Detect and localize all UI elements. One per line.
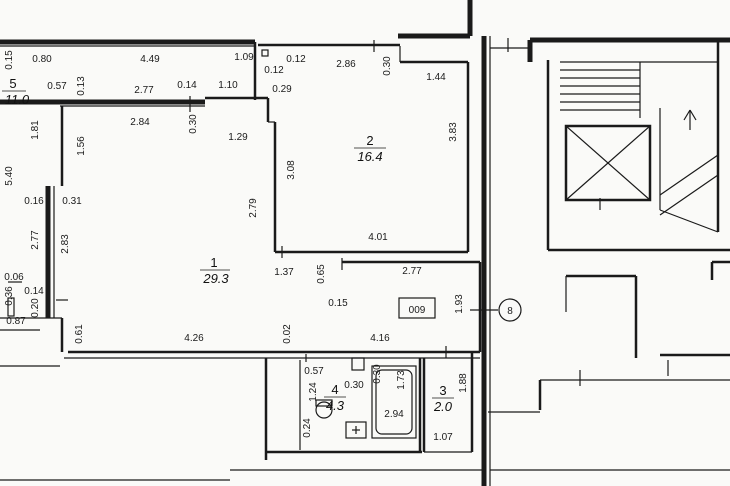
dimension-label: 0.57	[47, 81, 67, 92]
room-2-area: 16.4	[357, 149, 382, 164]
room-4-area: 4.3	[326, 398, 345, 413]
dimension-label: 1.10	[218, 80, 238, 91]
dimension-label: 1.29	[228, 132, 248, 143]
dimension-label: 4.49	[140, 54, 160, 65]
dimension-label: 4.26	[184, 333, 204, 344]
dimension-label: 0.20	[30, 298, 41, 318]
dimension-label: 4.01	[368, 232, 388, 243]
dimension-label: 1.24	[308, 382, 319, 402]
room-1-number: 1	[210, 255, 217, 270]
room-5-area: 11.0	[5, 92, 30, 107]
dimension-label: 0.31	[62, 196, 82, 207]
dimension-label: 0.06	[4, 272, 24, 283]
dimension-label: 1.44	[426, 72, 446, 83]
dimension-label: 0.30	[372, 364, 383, 384]
dimension-label: 2.84	[130, 117, 150, 128]
dimension-label: 0.12	[264, 65, 284, 76]
room-4-number: 4	[331, 382, 338, 397]
room-1-area: 29.3	[202, 271, 229, 286]
axis-marker-label: 8	[507, 306, 513, 317]
dimension-label: 0.57	[304, 366, 324, 377]
dimension-label: 1.56	[76, 136, 87, 156]
dimension-label: 5.40	[4, 166, 15, 186]
dimension-label: 3.83	[448, 122, 459, 142]
dimension-label: 0.87	[6, 316, 26, 327]
dimension-label: 3.08	[286, 160, 297, 180]
dimension-label: 0.61	[74, 324, 85, 344]
dimension-label: 1.07	[433, 432, 453, 443]
dimension-label: 2.79	[248, 198, 259, 218]
room-3-number: 3	[439, 383, 446, 398]
dimension-label: 0.15	[4, 50, 15, 70]
dimension-label: 2.77	[30, 230, 41, 250]
dimension-label: 1.93	[454, 294, 465, 314]
dimension-label: 0.65	[316, 264, 327, 284]
dimension-label: 0.12	[286, 54, 306, 65]
dimension-label: 0.29	[272, 84, 292, 95]
dimension-label: 0.14	[177, 80, 197, 91]
dimension-label: 0.02	[282, 324, 293, 344]
dimension-label: 1.88	[458, 373, 469, 393]
apartment-code-box	[398, 297, 436, 319]
dimension-label: 0.30	[382, 56, 393, 76]
dimension-label: 0.13	[76, 76, 87, 96]
dimension-label: 2.86	[336, 59, 356, 70]
dimension-label: 1.73	[396, 370, 407, 390]
apartment-code: 009	[409, 305, 426, 316]
dimension-label: 2.77	[402, 266, 422, 277]
room-2-number: 2	[366, 133, 373, 148]
dimension-label: 1.37	[274, 267, 294, 278]
room-5-number: 5	[9, 76, 16, 91]
dimension-label: 0.15	[328, 298, 348, 309]
dimension-label: 0.30	[188, 114, 199, 134]
dimension-label: 2.77	[134, 85, 154, 96]
axis-marker-circle	[498, 298, 522, 322]
dimension-label: 4.16	[370, 333, 390, 344]
dimension-label: 0.36	[4, 286, 15, 306]
dimension-label: 2.94	[384, 409, 404, 420]
dimension-label: 0.24	[302, 418, 313, 438]
dimension-label: 1.81	[30, 120, 41, 140]
dimension-label: 2.83	[60, 234, 71, 254]
dimension-label: 0.80	[32, 54, 52, 65]
dimension-labels: 0.15 0.80 4.49 1.09 0.12 0.12 2.86 0.30 …	[4, 50, 469, 443]
dimension-label: 1.09	[234, 52, 254, 63]
dimension-label: 0.16	[24, 196, 44, 207]
room-3-area: 2.0	[433, 399, 453, 414]
room-labels: 1 29.3 2 16.4 3 2.0 4 4.3 5 11.0	[2, 76, 454, 414]
dimension-label: 0.14	[24, 286, 44, 297]
dimension-label: 0.30	[344, 380, 364, 391]
